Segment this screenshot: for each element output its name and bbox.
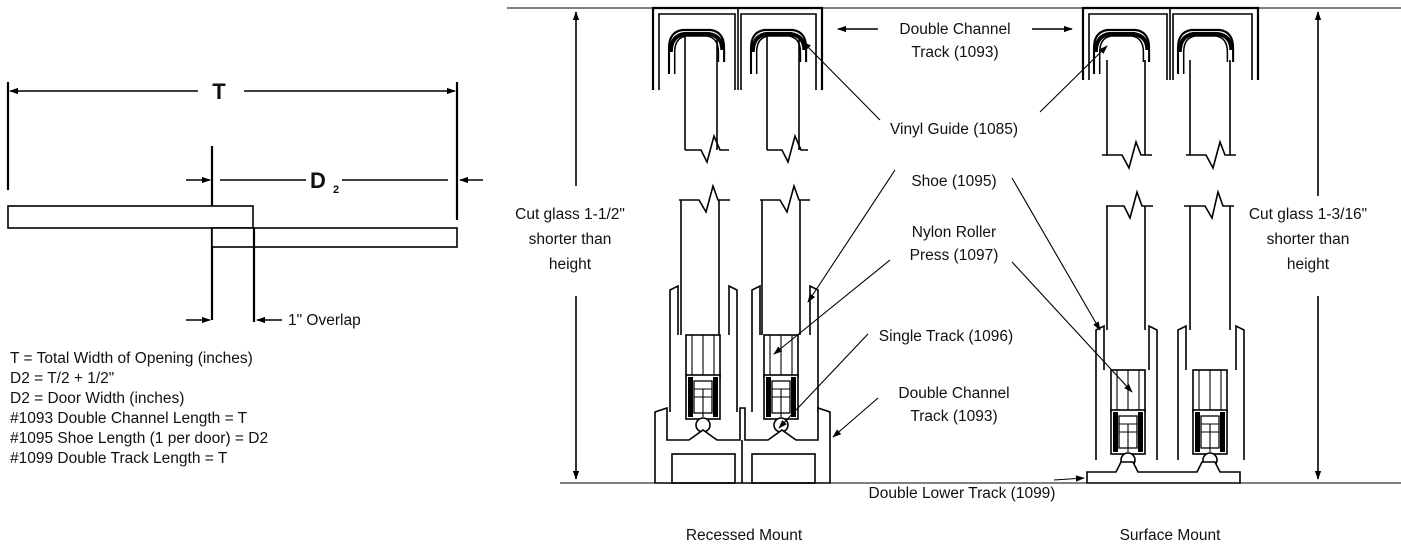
formula-line: T = Total Width of Opening (inches) bbox=[10, 350, 253, 367]
surface-mount-caption: Surface Mount bbox=[1120, 527, 1221, 544]
recessed-height-dimension: Cut glass 1-1/2" shorter than height bbox=[515, 11, 625, 480]
single-track-label: Single Track (1096) bbox=[879, 328, 1013, 345]
glass-break-mark bbox=[685, 133, 729, 165]
shoe bbox=[751, 284, 819, 412]
double-channel-bottom-label: Track (1093) bbox=[910, 408, 997, 425]
shoe-label: Shoe (1095) bbox=[911, 173, 996, 190]
front-door-panel bbox=[7, 205, 254, 229]
formula-line: #1093 Double Channel Length = T bbox=[10, 410, 248, 427]
door-width-subscript: 2 bbox=[333, 184, 339, 196]
vinyl-guide bbox=[1176, 28, 1236, 76]
double-lower-track bbox=[1086, 461, 1241, 484]
callout-leader bbox=[1011, 177, 1101, 331]
nylon-roller-label: Nylon Roller bbox=[912, 224, 996, 241]
vinyl-guide bbox=[667, 28, 727, 76]
glass-break-mark bbox=[1106, 189, 1153, 221]
nylon-roller bbox=[763, 334, 799, 433]
glass-break-mark bbox=[1102, 139, 1152, 171]
callout-leader bbox=[1053, 475, 1085, 482]
callout-leader bbox=[778, 333, 869, 429]
double-lower-track-label: Double Lower Track (1099) bbox=[869, 485, 1056, 502]
glass-break-mark bbox=[679, 183, 730, 215]
vinyl-guide bbox=[1092, 28, 1152, 76]
callout-leader bbox=[1039, 45, 1108, 113]
cut-note-line: Cut glass 1-1/2" bbox=[515, 206, 625, 223]
vinyl-guide-label: Vinyl Guide (1085) bbox=[890, 121, 1018, 138]
callout-leader bbox=[807, 169, 896, 303]
cut-note-line: shorter than bbox=[529, 231, 612, 248]
formula-line: #1099 Double Track Length = T bbox=[10, 450, 228, 467]
glass-break-mark bbox=[1184, 189, 1234, 221]
recessed-mount-assembly bbox=[651, 6, 831, 484]
double-channel-track-label: Double Channel bbox=[899, 21, 1010, 38]
shoe bbox=[669, 284, 738, 412]
surface-height-dimension: Cut glass 1-3/16" shorter than height bbox=[1249, 11, 1367, 480]
vinyl-guide bbox=[749, 28, 809, 76]
callout-leader bbox=[1011, 261, 1133, 393]
nylon-roller bbox=[1110, 369, 1146, 468]
cut-note-line: Cut glass 1-3/16" bbox=[1249, 206, 1367, 223]
formula-line: D2 = T/2 + 1/2" bbox=[10, 370, 114, 387]
double-channel-track-label: Track (1093) bbox=[911, 44, 998, 61]
callout-leader bbox=[832, 397, 879, 438]
shoe bbox=[1177, 324, 1245, 460]
cut-note-line: height bbox=[549, 256, 592, 273]
double-channel-bottom-label: Double Channel bbox=[898, 385, 1009, 402]
formula-line: D2 = Door Width (inches) bbox=[10, 390, 184, 407]
callout-leader bbox=[773, 259, 891, 355]
door-width-label: D bbox=[310, 168, 326, 193]
cut-note-line: height bbox=[1287, 256, 1330, 273]
glass-break-mark bbox=[767, 133, 808, 165]
callout-labels: Double Channel Track (1093) Vinyl Guide … bbox=[773, 21, 1133, 502]
nylon-roller bbox=[1192, 369, 1228, 468]
overlap-label: 1" Overlap bbox=[288, 312, 361, 329]
formula-line: #1095 Shoe Length (1 per door) = D2 bbox=[10, 430, 268, 447]
rear-door-panel bbox=[211, 227, 458, 248]
overlap-diagram: T D 2 1" Overlap T = Total Width of Open… bbox=[6, 79, 483, 467]
nylon-roller bbox=[685, 334, 721, 433]
glass-break-mark bbox=[760, 183, 810, 215]
nylon-roller-label: Press (1097) bbox=[910, 247, 999, 264]
glass-break-mark bbox=[1186, 139, 1236, 171]
callout-leader bbox=[802, 41, 881, 121]
recessed-mount-caption: Recessed Mount bbox=[686, 527, 803, 544]
surface-mount-assembly bbox=[1081, 6, 1260, 484]
total-width-label: T bbox=[212, 79, 226, 104]
cut-note-line: shorter than bbox=[1267, 231, 1350, 248]
formula-list: T = Total Width of Opening (inches) D2 =… bbox=[10, 350, 268, 467]
